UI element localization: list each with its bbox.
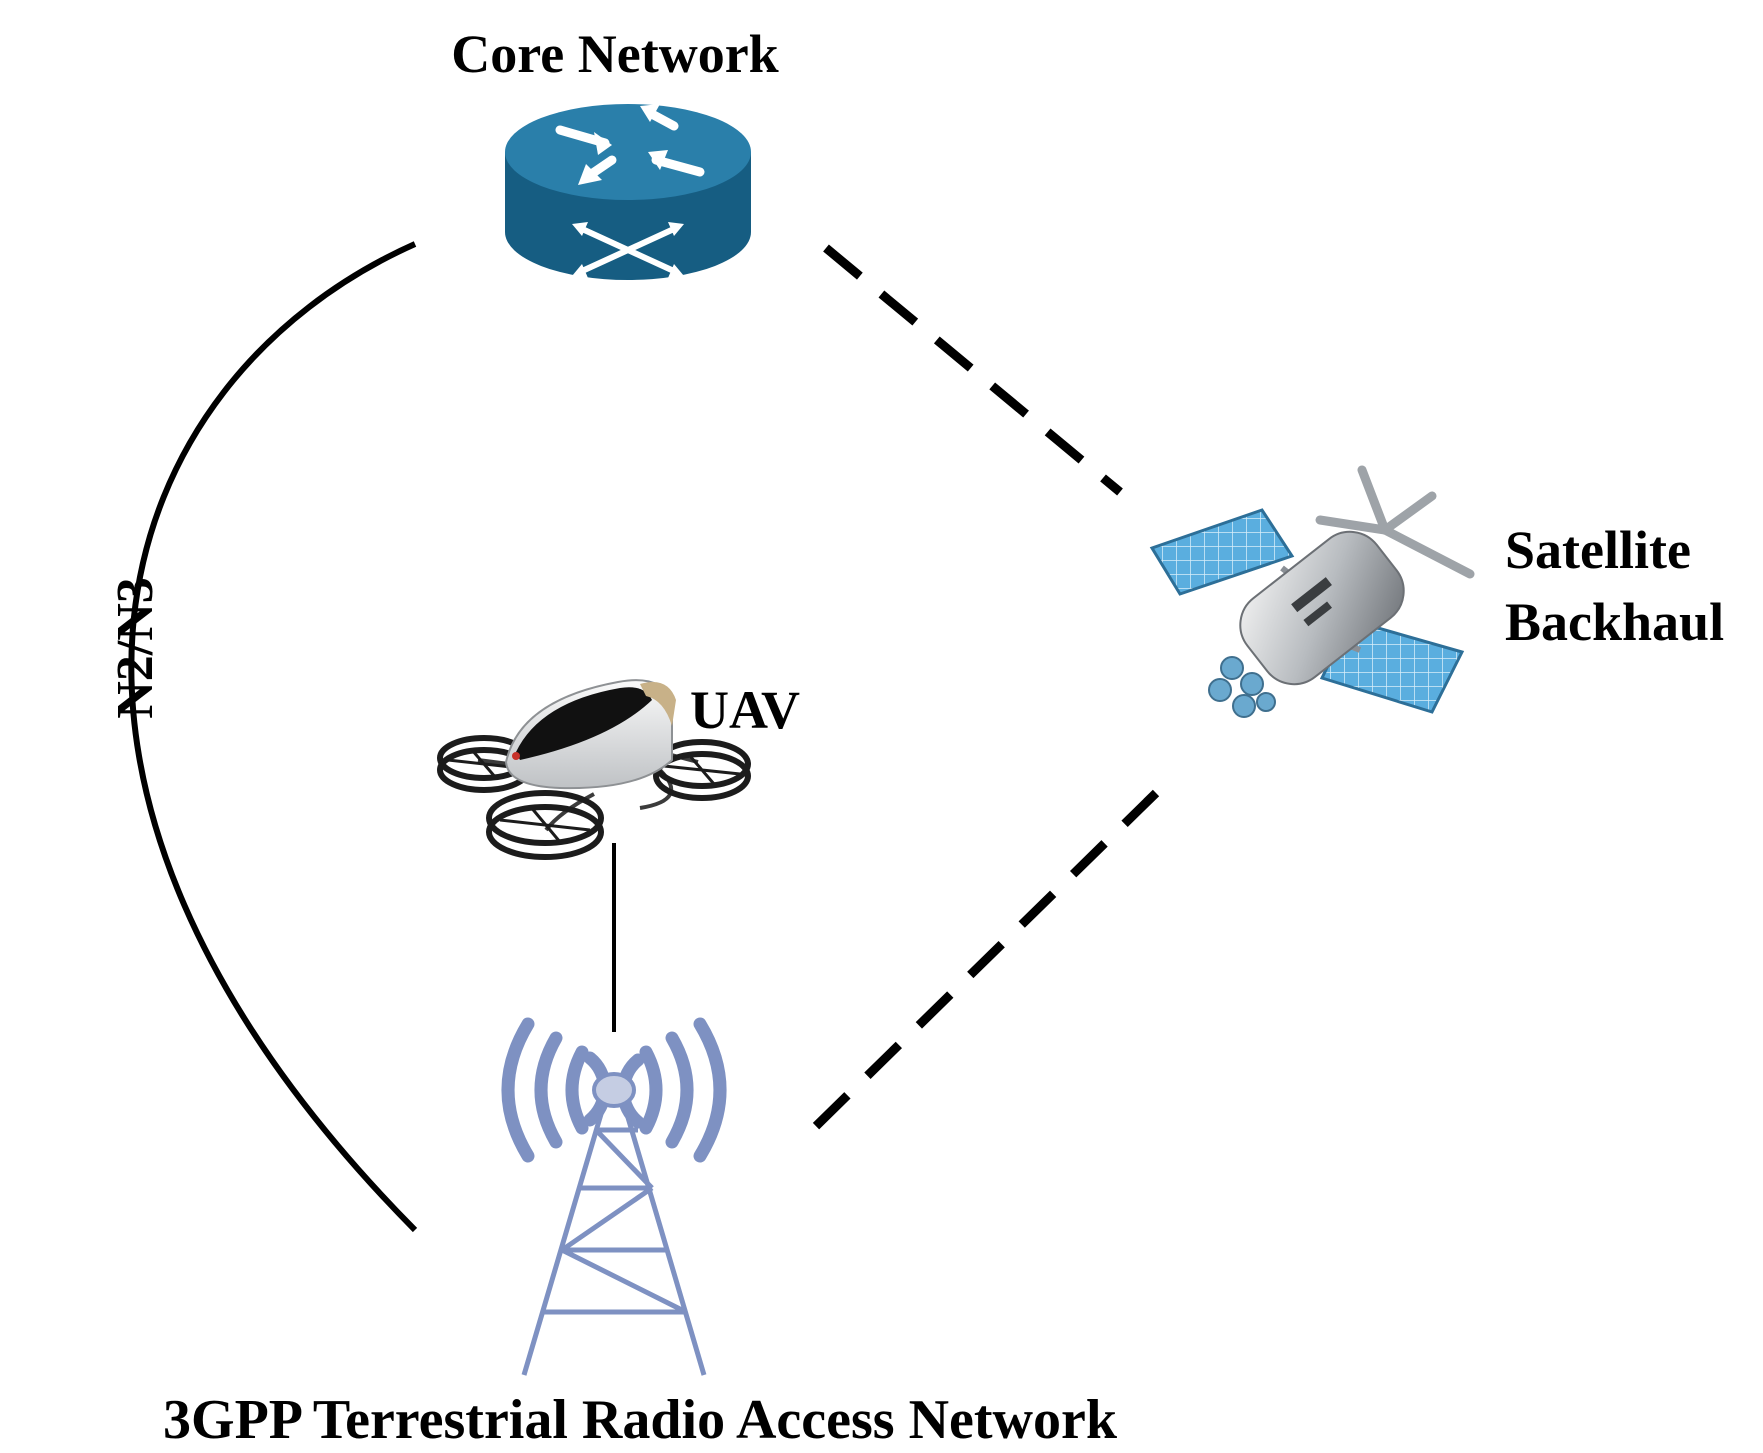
ran-label: 3GPP Terrestrial Radio Access Network bbox=[163, 1389, 1118, 1451]
uav-label: UAV bbox=[690, 680, 800, 740]
satellite-ran-link bbox=[806, 789, 1160, 1136]
n2-n3-label: N2/N3 bbox=[107, 577, 164, 719]
n2-n3-link bbox=[128, 241, 418, 1233]
core-network-label: Core Network bbox=[451, 24, 778, 84]
satellite-icon bbox=[1149, 465, 1475, 718]
satellite-backhaul-label-line2: Backhaul bbox=[1505, 592, 1724, 652]
satellite-backhaul-label-line1: Satellite bbox=[1505, 520, 1691, 580]
drone-icon bbox=[437, 679, 751, 860]
router-icon bbox=[505, 104, 751, 280]
core-satellite-link bbox=[823, 244, 1123, 496]
cell-tower-icon bbox=[501, 1017, 727, 1376]
